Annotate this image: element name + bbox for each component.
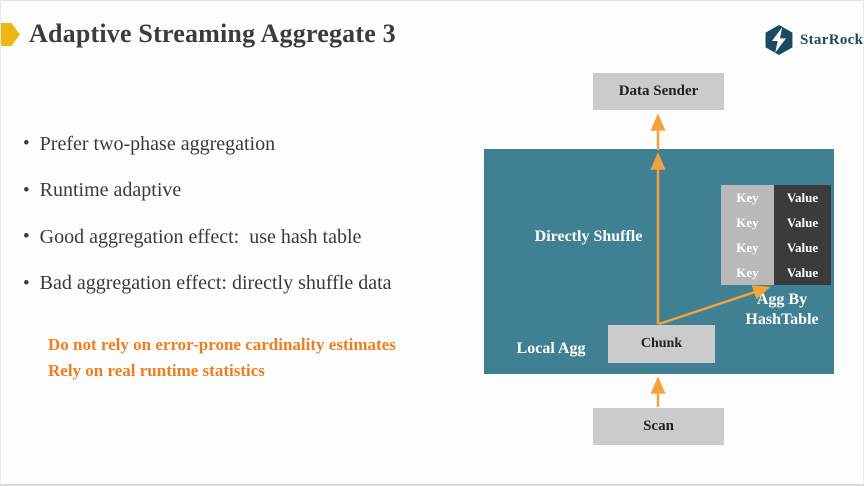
- hash-table-value-cell: Value: [774, 210, 831, 235]
- chunk-label: Chunk: [640, 336, 683, 351]
- bullet-dot-icon: •: [23, 272, 30, 294]
- chunk-node: Chunk: [608, 325, 715, 363]
- hash-table-row: Key Value: [721, 260, 831, 285]
- bullet-item: • Bad aggregation effect: directly shuff…: [23, 261, 392, 308]
- scan-node: Scan: [593, 408, 724, 445]
- bullet-item: • Runtime adaptive: [23, 168, 392, 215]
- note-line-1: Do not rely on error-prone cardinality e…: [48, 335, 396, 354]
- title-marker-icon: [1, 23, 20, 46]
- hash-table-value-cell: Value: [774, 235, 831, 260]
- hash-table-key-cell: Key: [721, 260, 774, 285]
- bullet-label: Bad aggregation effect: directly shuffle…: [39, 272, 392, 295]
- hash-table-value-cell: Value: [774, 185, 831, 210]
- note-line-2: Rely on real runtime statistics: [48, 360, 265, 380]
- hash-table-row: Key Value: [721, 210, 831, 235]
- bullet-label: Runtime adaptive: [39, 179, 182, 202]
- bullet-label: Good aggregation effect: use hash table: [39, 225, 362, 248]
- bullet-list: • Prefer two-phase aggregation • Runtime…: [23, 121, 392, 307]
- bullet-dot-icon: •: [23, 179, 30, 201]
- hash-table-key-cell: Key: [721, 185, 774, 210]
- agg-by-hashtable-label: Agg By HashTable: [727, 290, 837, 330]
- hash-table-key-cell: Key: [721, 210, 774, 235]
- hash-table: Key Value Key Value Key Value Key Value: [721, 185, 831, 285]
- hash-table-row: Key Value: [721, 235, 831, 260]
- hash-table-key-cell: Key: [721, 235, 774, 260]
- highlight-note: Do not rely on error-prone cardinality e…: [48, 332, 396, 383]
- bullet-dot-icon: •: [23, 226, 30, 248]
- local-agg-label: Local Agg: [516, 340, 586, 357]
- starrocks-logo: StarRocks: [763, 23, 864, 57]
- starrocks-logo-text: StarRocks: [800, 31, 864, 48]
- agg-by-line-1: Agg By: [756, 291, 808, 308]
- starrocks-logo-icon: [765, 24, 793, 56]
- bullet-label: Prefer two-phase aggregation: [39, 132, 276, 155]
- data-sender-label: Data Sender: [618, 83, 699, 99]
- data-sender-node: Data Sender: [593, 73, 724, 110]
- bullet-item: • Good aggregation effect: use hash tabl…: [23, 214, 392, 261]
- directly-shuffle-label: Directly Shuffle: [534, 228, 643, 245]
- agg-by-line-2: HashTable: [745, 311, 819, 328]
- hash-table-row: Key Value: [721, 185, 831, 210]
- hash-table-value-cell: Value: [774, 260, 831, 285]
- bullet-item: • Prefer two-phase aggregation: [23, 121, 392, 168]
- page-title: Adaptive Streaming Aggregate 3: [29, 19, 396, 48]
- bullet-dot-icon: •: [23, 133, 30, 155]
- scan-label: Scan: [643, 418, 674, 434]
